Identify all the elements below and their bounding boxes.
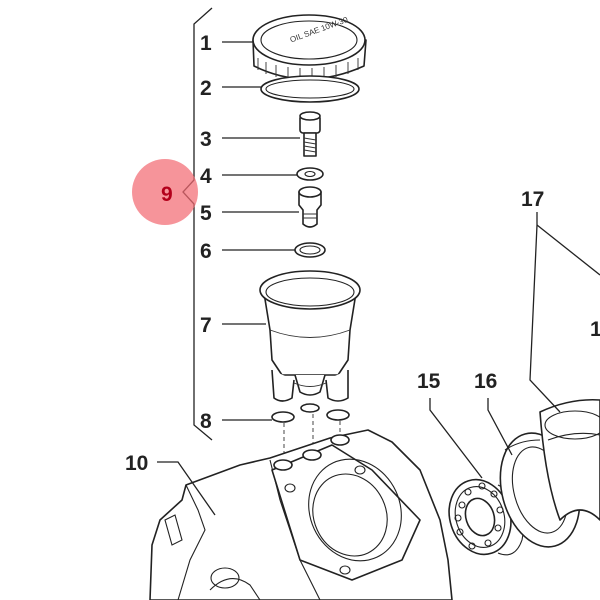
label-1-partial: 1: [590, 318, 600, 341]
callout-9-highlight[interactable]: [132, 159, 198, 225]
part-2-o-ring[interactable]: [260, 75, 360, 103]
part-7-oil-cup[interactable]: [259, 270, 361, 402]
part-15-bearing[interactable]: [440, 472, 525, 563]
part-4-washer[interactable]: [296, 167, 324, 181]
label-8: 8: [200, 410, 212, 433]
label-15: 15: [417, 370, 441, 393]
label-9[interactable]: 9: [161, 183, 173, 206]
label-4: 4: [200, 165, 212, 188]
label-2: 2: [200, 77, 212, 100]
label-7: 7: [200, 314, 212, 337]
part-3-bolt[interactable]: [299, 111, 321, 157]
part-6-o-ring[interactable]: [294, 242, 326, 258]
label-1: 1: [200, 32, 212, 55]
label-17: 17: [521, 188, 544, 211]
label-3: 3: [200, 128, 212, 151]
label-5: 5: [200, 202, 212, 225]
label-6: 6: [200, 240, 212, 263]
leader-lines: [157, 41, 600, 516]
label-16: 16: [474, 370, 497, 393]
part-1-oil-cap[interactable]: OIL SAE 10W-30: [252, 14, 367, 80]
part-5-fitting[interactable]: [298, 186, 322, 228]
part-17-cover[interactable]: [539, 398, 600, 521]
part-10-housing[interactable]: [149, 429, 453, 600]
label-10: 10: [125, 452, 148, 475]
part-8-seals[interactable]: [271, 403, 350, 423]
